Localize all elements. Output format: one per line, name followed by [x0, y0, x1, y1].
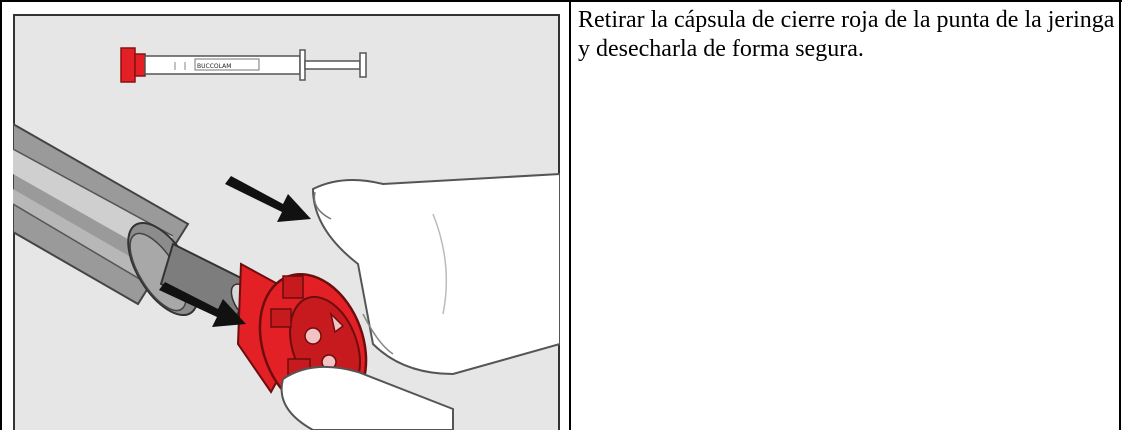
table-left-border [0, 0, 2, 430]
table-top-border [0, 0, 1122, 2]
instruction-text: Retirar la cápsula de cierre roja de la … [578, 7, 1115, 62]
gloved-hand-icon [280, 172, 560, 430]
syringe-brand-label: BUCCOLAM [197, 63, 231, 70]
syringe-overview-icon: BUCCOLAM [120, 47, 367, 83]
table-right-border [1119, 0, 1121, 430]
syringe-cap-removal-illustration: BUCCOLAM [13, 14, 560, 430]
pull-direction-arrows-icon [159, 176, 311, 327]
syringe-barrel-icon [13, 122, 260, 321]
table-column-divider [569, 0, 571, 430]
